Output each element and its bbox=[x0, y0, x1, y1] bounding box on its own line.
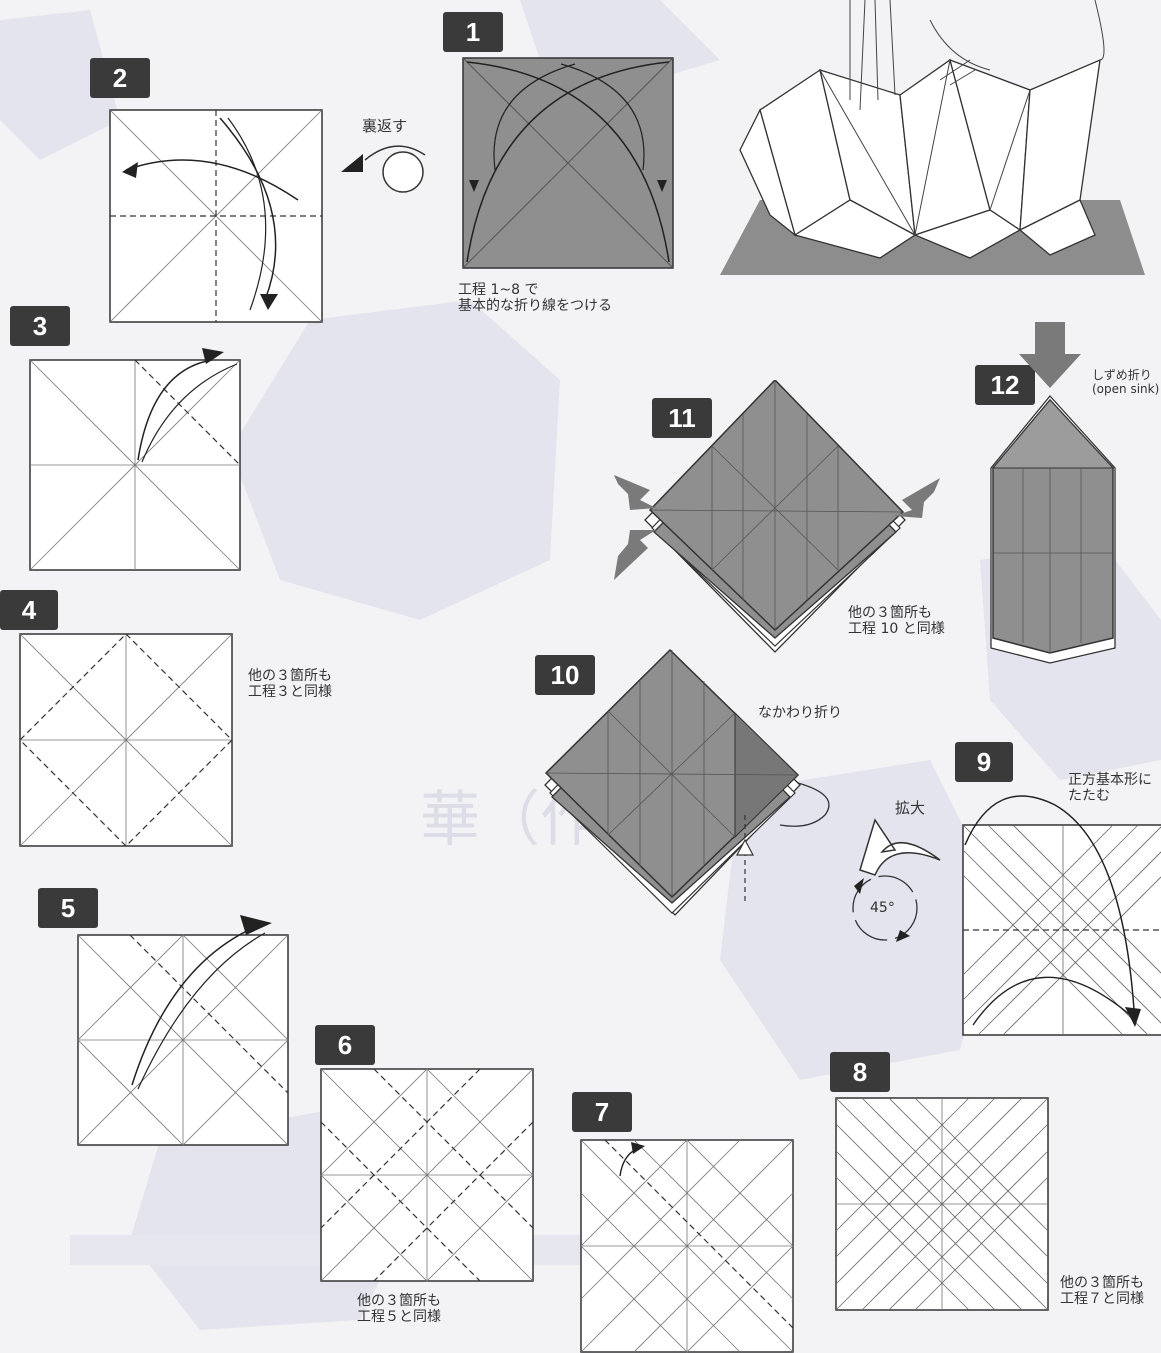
step-number-badge: 9 bbox=[955, 742, 1013, 782]
step-4-caption: 他の３箇所も 工程３と同様 bbox=[248, 668, 332, 700]
step-4-diagram bbox=[14, 628, 239, 850]
lotus-illustration bbox=[700, 0, 1161, 300]
zoom-rotate-indicator bbox=[830, 790, 950, 950]
step-number-badge: 1 bbox=[443, 12, 503, 52]
step-number-badge: 4 bbox=[0, 590, 58, 630]
step-3-diagram bbox=[22, 330, 252, 575]
flip-over-icon bbox=[335, 130, 435, 200]
step-11-caption: 他の３箇所も 工程 10 と同様 bbox=[848, 605, 945, 637]
step-number-badge: 8 bbox=[830, 1052, 890, 1092]
step-number-badge: 2 bbox=[90, 58, 150, 98]
step-6-caption: 他の３箇所も 工程５と同様 bbox=[357, 1293, 441, 1325]
step-8-caption: 他の３箇所も 工程７と同様 bbox=[1060, 1275, 1144, 1307]
step-8-diagram bbox=[830, 1092, 1055, 1317]
step-5-diagram bbox=[70, 905, 300, 1150]
zoom-label: 拡大 bbox=[895, 800, 925, 816]
step-10-diagram bbox=[540, 645, 840, 935]
step-6-diagram bbox=[315, 1063, 540, 1288]
step-2-diagram bbox=[100, 100, 335, 330]
step-1-caption: 工程 1~8 で 基本的な折り線をつける bbox=[458, 282, 612, 314]
step-7-diagram bbox=[575, 1132, 805, 1353]
step-number-badge: 7 bbox=[572, 1092, 632, 1132]
step-number-badge: 6 bbox=[315, 1025, 375, 1065]
step-9-diagram bbox=[955, 785, 1161, 1040]
step-1-diagram bbox=[455, 50, 685, 275]
step-12-caption: しずめ折り (open sink) bbox=[1092, 368, 1159, 396]
rotation-label: 45° bbox=[870, 900, 895, 916]
